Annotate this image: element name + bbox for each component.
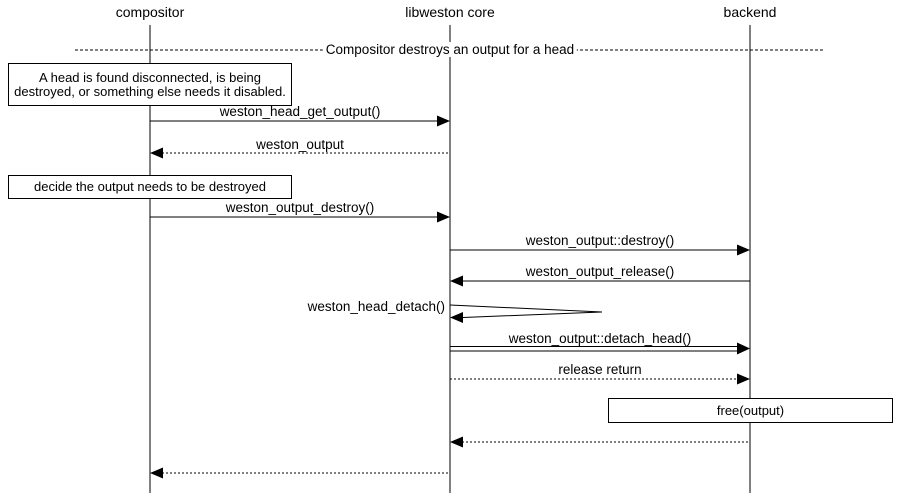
actor-label-compositor: compositor: [115, 4, 185, 20]
note-text: decide the output needs to be destroyed: [33, 179, 266, 195]
arrowhead-left-icon: [450, 312, 463, 323]
arrowhead-right-icon: [737, 244, 750, 256]
arrowhead-right-icon: [437, 211, 450, 223]
divider-label: Compositor destroys an output for a head: [322, 42, 578, 57]
actor-label-backend: backend: [723, 4, 777, 20]
arrowhead-left-icon: [150, 467, 163, 479]
message-label-weston-output-vfunc-destroy: weston_output::destroy(): [525, 233, 675, 248]
message-label-weston-output-destroy: weston_output_destroy(): [225, 200, 375, 215]
note-decide-destroy: decide the output needs to be destroyed: [8, 175, 292, 199]
message-label-weston-head-get-output: weston_head_get_output(): [219, 104, 381, 119]
arrowhead-right-icon: [737, 342, 750, 355]
actor-label-libweston-core: libweston core: [405, 4, 495, 20]
message-label-weston-output-detach-head: weston_output::detach_head(): [508, 331, 692, 346]
message-label-weston-output-release: weston_output_release(): [525, 264, 675, 279]
arrowhead-right-icon: [737, 373, 750, 385]
note-head-disconnected: A head is found disconnected, is being d…: [8, 63, 292, 106]
arrowhead-left-icon: [450, 275, 463, 287]
note-text: A head is found disconnected, is being d…: [14, 70, 286, 99]
message-label-release-return: release return: [558, 362, 642, 377]
message-label-weston-output: weston_output: [256, 137, 344, 152]
message-label-weston-head-detach: weston_head_detach(): [307, 299, 445, 314]
note-free-output: free(output): [608, 398, 893, 423]
arrowhead-left-icon: [150, 147, 163, 159]
arrowhead-right-icon: [437, 115, 450, 127]
arrowhead-left-icon: [450, 436, 463, 448]
note-text: free(output): [716, 402, 785, 418]
arrow-weston-head-detach-selfloop: [449, 304, 603, 318]
